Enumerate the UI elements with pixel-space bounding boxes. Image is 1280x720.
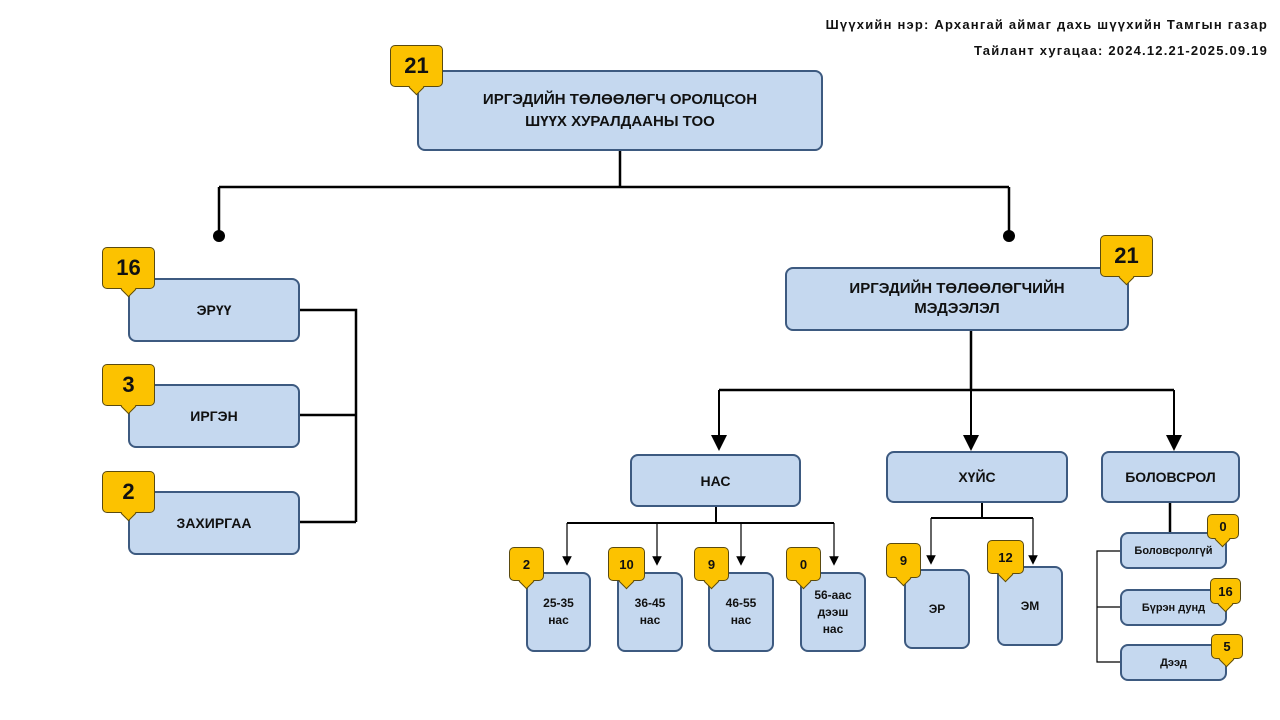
age-category: НАС bbox=[630, 454, 801, 507]
gender-category-label: ХҮЙС bbox=[958, 469, 996, 485]
case-type-criminal: ЭРҮҮ bbox=[128, 278, 300, 342]
education-secondary-count-badge: 16 bbox=[1210, 578, 1241, 604]
education-higher-count-badge: 5 bbox=[1211, 634, 1243, 659]
gender-male: ЭР bbox=[904, 569, 970, 649]
representatives-label: ИРГЭДИЙН ТӨЛӨӨЛӨГЧИЙН МЭДЭЭЛЭЛ bbox=[849, 280, 1065, 317]
representatives-node: ИРГЭДИЙН ТӨЛӨӨЛӨГЧИЙН МЭДЭЭЛЭЛ bbox=[785, 267, 1129, 331]
female-count-badge: 12 bbox=[987, 540, 1024, 574]
age-group-label: 56-аас дээш нас bbox=[814, 587, 852, 636]
civil-count-badge: 3 bbox=[102, 364, 155, 406]
education-category: БОЛОВСРОЛ bbox=[1101, 451, 1240, 503]
report-period-text: Тайлант хугацаа: 2024.12.21-2025.09.19 bbox=[973, 43, 1268, 58]
age-group-25-35: 25-35 нас bbox=[526, 572, 591, 652]
case-type-label: ЭРҮҮ bbox=[196, 302, 232, 318]
case-type-civil: ИРГЭН bbox=[128, 384, 300, 448]
age-group-46-55: 46-55 нас bbox=[708, 572, 774, 652]
case-type-administrative: ЗАХИРГАА bbox=[128, 491, 300, 555]
education-category-label: БОЛОВСРОЛ bbox=[1125, 469, 1216, 485]
gender-category: ХҮЙС bbox=[886, 451, 1068, 503]
age-56-plus-count-badge: 0 bbox=[786, 547, 821, 581]
gender-group-label: ЭМ bbox=[1020, 599, 1040, 613]
court-name-text: Шүүхийн нэр: Архангай аймаг дахь шүүхийн… bbox=[825, 17, 1268, 32]
education-none-count-badge: 0 bbox=[1207, 514, 1239, 539]
root-label: ИРГЭДИЙН ТӨЛӨӨЛӨГЧ ОРОЛЦСОН ШҮҮХ ХУРАЛДА… bbox=[482, 90, 758, 130]
age-group-label: 25-35 нас bbox=[543, 596, 574, 627]
age-category-label: НАС bbox=[700, 472, 731, 489]
representatives-count-badge: 21 bbox=[1100, 235, 1153, 277]
education-group-label: Бүрэн дунд bbox=[1141, 601, 1206, 614]
gender-group-label: ЭР bbox=[928, 602, 946, 616]
age-group-56-plus: 56-аас дээш нас bbox=[800, 572, 866, 652]
male-count-badge: 9 bbox=[886, 543, 921, 578]
education-group-label: Дээд bbox=[1160, 656, 1187, 669]
case-type-label: ЗАХИРГАА bbox=[176, 515, 252, 531]
age-36-45-count-badge: 10 bbox=[608, 547, 645, 581]
age-group-label: 46-55 нас bbox=[725, 596, 757, 627]
root-count-badge: 21 bbox=[390, 45, 443, 87]
education-higher: Дээд bbox=[1120, 644, 1227, 681]
criminal-count-badge: 16 bbox=[102, 247, 155, 289]
age-group-label: 36-45 нас bbox=[634, 596, 666, 627]
root-node: ИРГЭДИЙН ТӨЛӨӨЛӨГЧ ОРОЛЦСОН ШҮҮХ ХУРАЛДА… bbox=[417, 70, 823, 151]
age-25-35-count-badge: 2 bbox=[509, 547, 544, 581]
education-group-label: Боловсролгүй bbox=[1134, 544, 1213, 557]
age-46-55-count-badge: 9 bbox=[694, 547, 729, 581]
administrative-count-badge: 2 bbox=[102, 471, 155, 513]
case-type-label: ИРГЭН bbox=[190, 408, 238, 424]
